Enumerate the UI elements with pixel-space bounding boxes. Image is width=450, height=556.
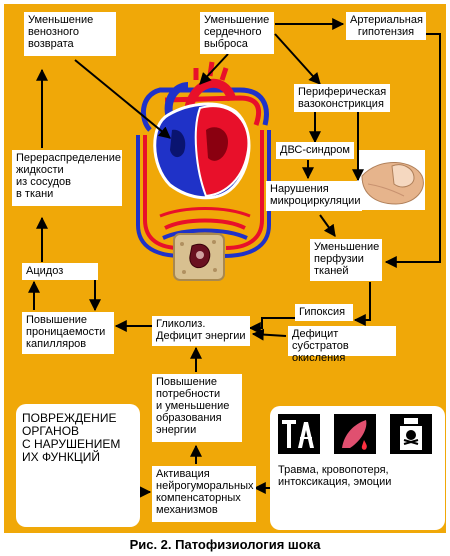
organ-damage-panel bbox=[16, 404, 140, 527]
glycolysis-node: Гликолиз.Дефицит энергии bbox=[152, 316, 250, 346]
hypoxia-node: Гипоксия bbox=[295, 304, 353, 321]
cell-illustration bbox=[173, 233, 225, 281]
heart-circulation-illustration bbox=[136, 61, 271, 258]
dic-syndrome-node: ДВС-синдром bbox=[276, 142, 354, 159]
acidosis-node: Ацидоз bbox=[22, 263, 98, 280]
bleeding-icon bbox=[334, 414, 376, 454]
trauma-icon bbox=[278, 414, 320, 454]
poison-icon bbox=[390, 414, 432, 454]
shock-causes-text: Травма, кровопотеря,интоксикация, эмоции bbox=[278, 464, 392, 488]
finger-skin-illustration bbox=[357, 150, 425, 210]
figure-caption: Рис. 2. Патофизиология шока bbox=[129, 537, 321, 552]
